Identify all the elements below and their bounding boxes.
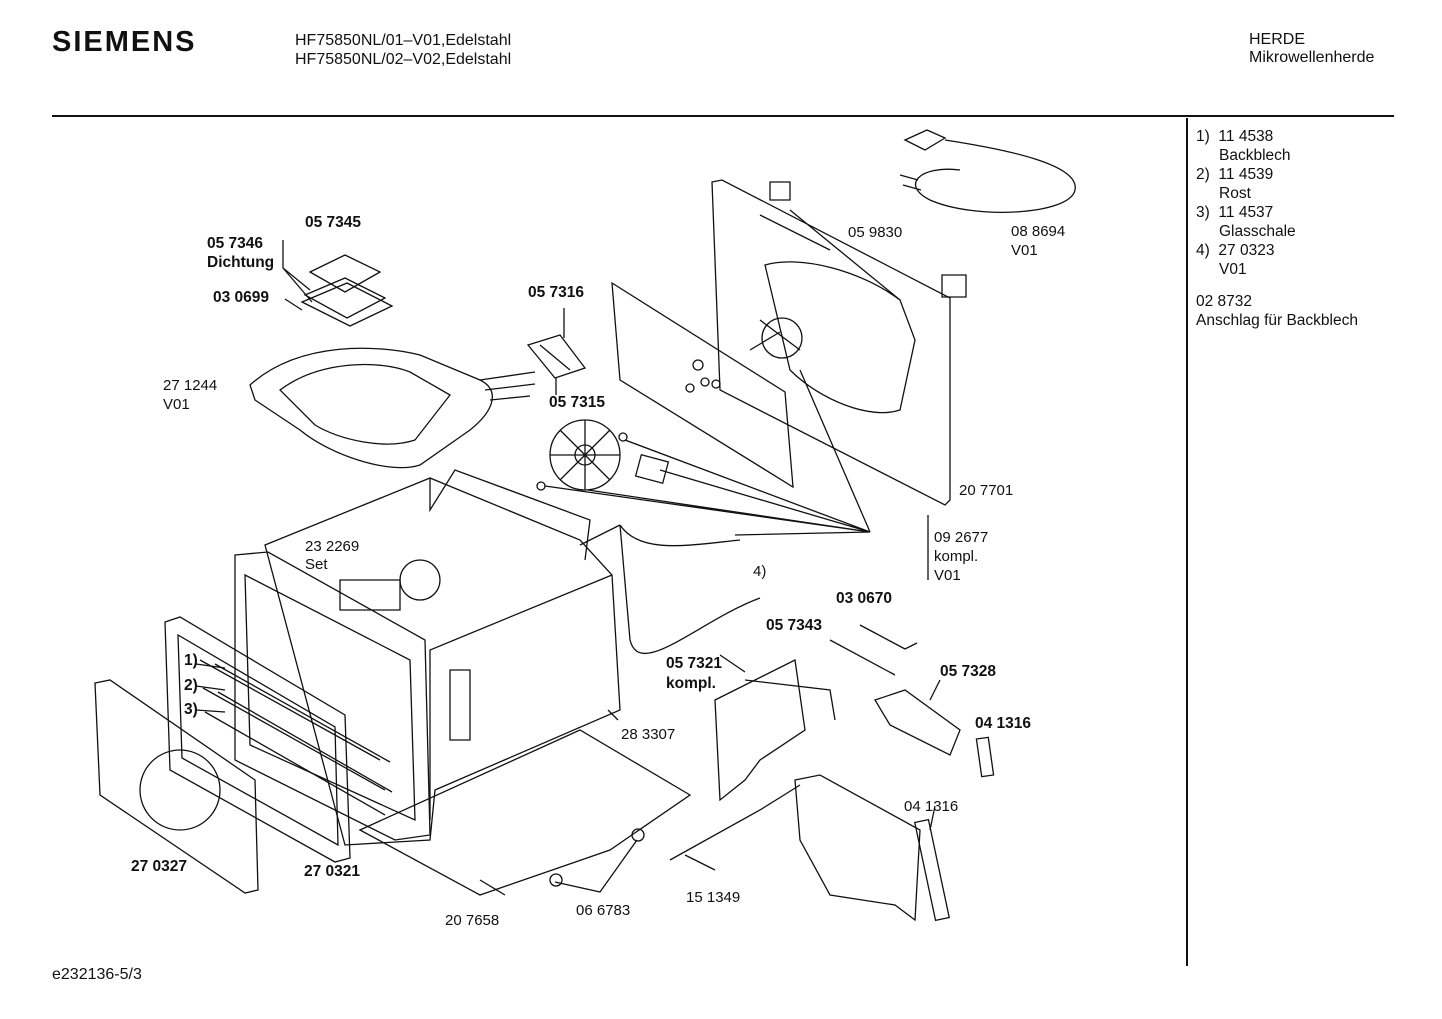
door-panel [95,680,258,893]
part-label-kompl-b: kompl. [666,675,716,692]
part-label-057315: 05 7315 [549,394,606,411]
legend-extra-code: 02 8732 [1196,293,1253,310]
legend-item-name: Backblech [1219,147,1291,164]
legend-item-name: Glasschale [1219,223,1296,240]
front-frame [235,552,430,840]
cable [670,785,800,870]
legend-item: 4) 27 0323 [1196,242,1275,259]
part-label-283307: 28 3307 [621,726,676,743]
part-label-151349: 15 1349 [686,889,741,906]
model-line-1: HF75850NL/01–V01,Edelstahl [295,32,512,49]
latch [875,690,960,755]
part-label-057345: 05 7345 [305,214,362,231]
part-label-270321: 27 0321 [304,863,361,880]
part-label-041316: 04 1316 [904,798,959,815]
power-cord [900,130,1075,212]
part-label-207658: 20 7658 [445,912,500,929]
inner-plate [612,283,793,487]
part-label-057328: 05 7328 [940,663,997,680]
wiring-harness [580,525,760,653]
model-line-2: HF75850NL/02–V02,Edelstahl [295,51,512,68]
part-label-041316-bold: 04 1316 [975,715,1032,732]
side-strip [915,820,949,921]
fan-motor [750,318,802,358]
document-code: e232136-5/3 [52,966,142,983]
part-label-057346: 05 7346 [207,235,264,252]
part-label-030699: 03 0699 [213,289,270,306]
part-label-057316: 05 7316 [528,284,585,301]
part-label-set: Set [305,556,328,573]
grill-heater [250,348,535,467]
category-line-2: Mikrowellenherde [1249,49,1375,66]
side-panel [795,775,920,920]
part-label-270327: 27 0327 [131,858,188,875]
legend-item: 2) 11 4539 [1196,166,1274,183]
part-label-057321: 05 7321 [666,655,723,672]
part-label-232269: 23 2269 [305,538,360,555]
sidebar-legend: 1) 11 4538 Backblech 2) 11 4539 Rost 3) … [1196,127,1358,330]
category-line-1: HERDE [1249,31,1306,48]
part-label-066783: 06 6783 [576,902,631,919]
racks [200,660,392,815]
part-label-092677: 09 2677 [934,529,989,546]
bottom-plate [360,730,690,895]
part-label-059830: 05 9830 [848,224,903,241]
part-label-ref4: 4) [753,563,767,580]
oven-cavity [265,470,620,845]
legend-item: 3) 11 4537 [1196,204,1274,221]
header-divider [52,115,1394,117]
brand-logo: SIEMENS [52,26,197,58]
part-label-v01-c: V01 [934,567,961,584]
rod [830,640,895,675]
back-panel [712,180,966,505]
door-seal [165,617,350,862]
part-label-088694: 08 8694 [1011,223,1066,240]
legend-item-name: Rost [1219,185,1251,202]
leader-lines [545,370,870,535]
part-label-v01-b: V01 [1011,242,1038,259]
switch-assembly [715,660,835,800]
part-label-ref1: 1) [184,652,198,669]
bracket [528,335,585,378]
legend-item: 1) 11 4538 [1196,128,1274,145]
part-label-kompl-a: kompl. [934,548,979,565]
part-label-v01-a: V01 [163,396,190,413]
covers [302,255,392,326]
legend-item-name: V01 [1219,261,1247,278]
small-plate [636,455,669,483]
part-label-030670: 03 0670 [836,590,893,607]
part-label-057343: 05 7343 [766,617,823,634]
part-label-271244: 27 1244 [163,377,218,394]
part-label-207701: 20 7701 [959,482,1014,499]
part-label-ref2: 2) [184,677,198,694]
part-label-ref3: 3) [184,701,198,718]
fan-wheel [550,420,620,490]
legend-extra-name: Anschlag für Backblech [1196,312,1358,329]
sidebar-divider [1186,118,1188,966]
part-label-dichtung: Dichtung [207,254,275,271]
spring [860,625,917,649]
